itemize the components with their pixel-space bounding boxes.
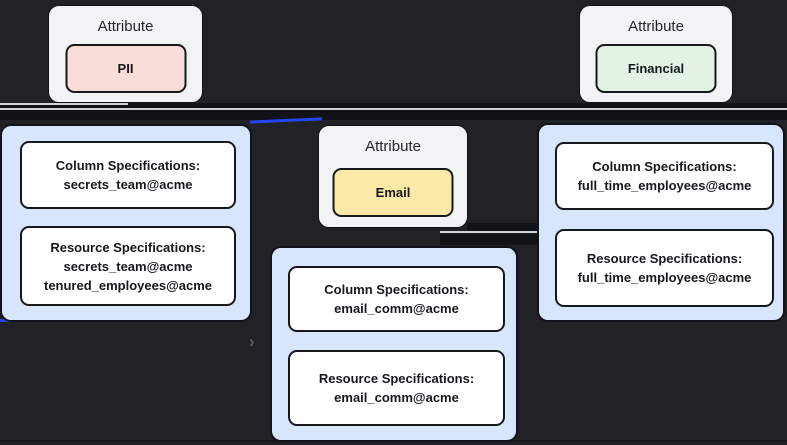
edge-line-top-left (0, 103, 128, 105)
edge-bundle-top (0, 103, 787, 120)
spec-card-secrets-team[interactable]: Column Specifications: secrets_team@acme… (0, 124, 252, 322)
spec-card-email-comm[interactable]: Column Specifications: email_comm@acme R… (270, 246, 518, 442)
spec-box-title: Resource Specifications: (586, 251, 743, 266)
edge-line-top (0, 108, 787, 110)
edge-bundle-mid-upper (467, 223, 537, 232)
column-specifications-box: Column Specifications: secrets_team@acme (20, 141, 236, 209)
spec-box-title: Resource Specifications: (50, 239, 206, 255)
attribute-node-title: Attribute (97, 18, 154, 35)
spec-box-value: full_time_employees@acme (577, 178, 752, 193)
spec-box-value: secrets_team@acme (63, 177, 193, 192)
financial-tag: Financial (595, 44, 717, 93)
pii-tag: PII (65, 44, 186, 93)
attribute-node-title: Attribute (365, 138, 421, 155)
spec-box-value: full_time_employees@acme (577, 270, 752, 285)
spec-box-title: Column Specifications: (324, 282, 469, 297)
email-tag: Email (332, 168, 454, 217)
resource-specifications-box: Resource Specifications: email_comm@acme (288, 350, 505, 426)
edge-arrowhead-icon: › (249, 332, 255, 351)
spec-box-value: email_comm@acme (334, 301, 459, 316)
spec-box-title: Column Specifications: (592, 159, 737, 174)
spec-box-title: Column Specifications: (55, 158, 201, 173)
spec-card-full-time-employees[interactable]: Column Specifications: full_time_employe… (537, 123, 785, 322)
column-specifications-box: Column Specifications: email_comm@acme (288, 266, 505, 332)
attribute-node-financial[interactable]: Attribute Financial (579, 5, 733, 103)
resource-specifications-box: Resource Specifications: secrets_team@ac… (20, 226, 236, 306)
edge-line-mid (440, 231, 537, 233)
resource-specifications-box: Resource Specifications: full_time_emplo… (555, 229, 774, 307)
spec-box-value: tenured_employees@acme (43, 277, 213, 293)
edge-bundle-mid-lower (440, 234, 537, 245)
spec-box-value: secrets_team@acme (63, 258, 193, 274)
spec-box-title: Resource Specifications: (318, 371, 475, 386)
attribute-node-title: Attribute (628, 18, 684, 35)
attribute-node-email[interactable]: Attribute Email (318, 125, 468, 228)
attribute-node-pii[interactable]: Attribute PII (48, 5, 203, 103)
column-specifications-box: Column Specifications: full_time_employe… (555, 142, 774, 210)
spec-box-value: email_comm@acme (334, 390, 459, 405)
